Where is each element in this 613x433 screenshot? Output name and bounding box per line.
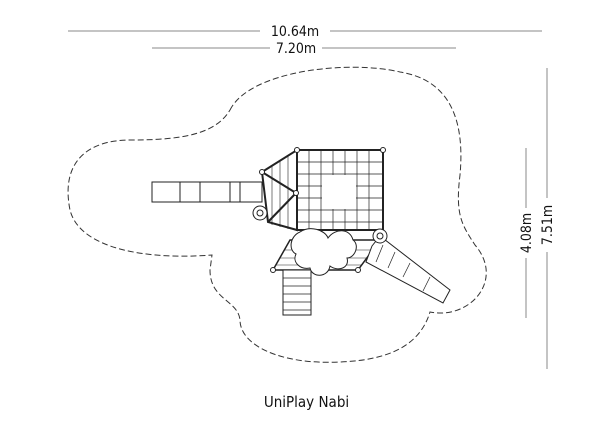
dimension-equipment-depth-label: 4.08m bbox=[519, 213, 535, 253]
product-name-caption: UniPlay Nabi bbox=[263, 393, 350, 411]
left-slide bbox=[151, 181, 263, 203]
dimension-total-width-label: 10.64m bbox=[271, 24, 319, 40]
right-slide bbox=[365, 235, 451, 304]
ladder bbox=[282, 269, 312, 316]
play-structure bbox=[151, 147, 451, 316]
safety-zone-outline bbox=[67, 66, 487, 363]
cloud-roof bbox=[290, 228, 357, 276]
dimension-total-depth-label: 7.51m bbox=[540, 205, 556, 245]
dimension-equipment-width-label: 7.20m bbox=[276, 41, 316, 57]
